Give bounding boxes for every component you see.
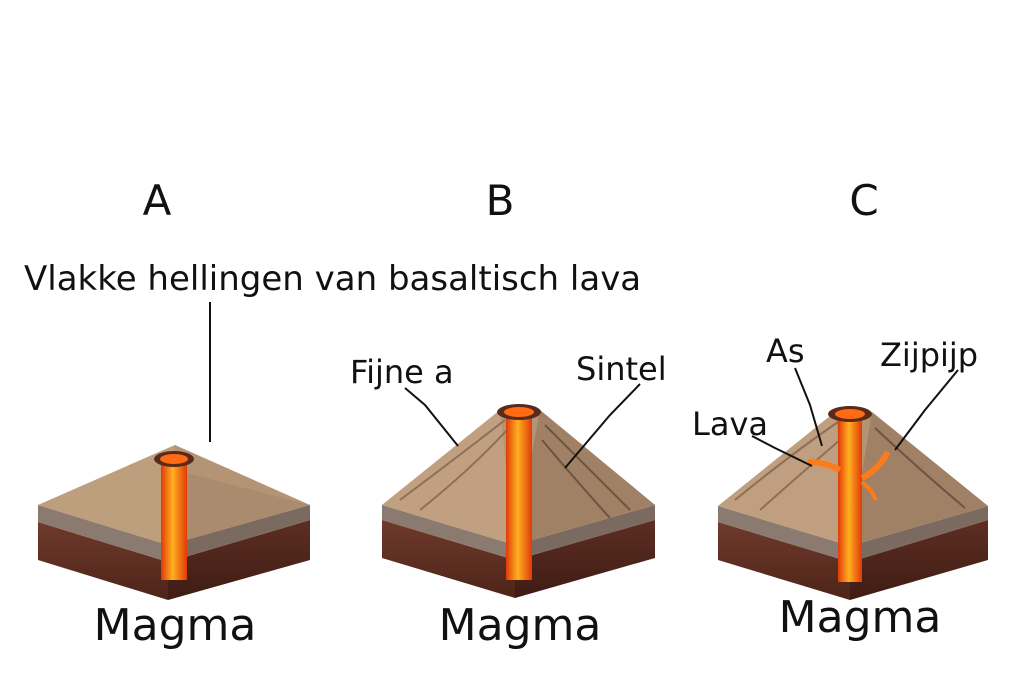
panel-letter-c: C [849,176,878,225]
volcano-a-shield [38,302,310,600]
conduit-a [161,462,187,580]
label-fine-ash: Fijne a [350,353,454,391]
label-ash: As [766,332,805,370]
conduit-c [838,420,862,582]
leader-side-vent [894,369,959,451]
magma-label-c: Magma [779,592,942,643]
lava-dike [807,459,842,473]
label-lava: Lava [692,405,768,443]
magma-label-b: Magma [439,600,602,651]
label-side-vent: Zijpijp [880,336,978,374]
volcano-c-composite [718,367,988,600]
magma-label-a: Magma [94,600,257,651]
caption-flat-slopes: Vlakke hellingen van basaltisch lava [24,259,641,299]
label-cinder: Sintel [576,350,667,388]
leader-ash [794,367,823,447]
leader-lava [751,435,813,467]
volcano-b-cinder-cone [382,383,655,598]
panel-letter-a: A [143,176,172,225]
leader-cinder [564,383,641,469]
side-vent-dike [860,450,891,481]
panel-letter-b: B [486,176,515,225]
leader-fine-ash [404,387,459,447]
conduit-b [506,418,532,580]
